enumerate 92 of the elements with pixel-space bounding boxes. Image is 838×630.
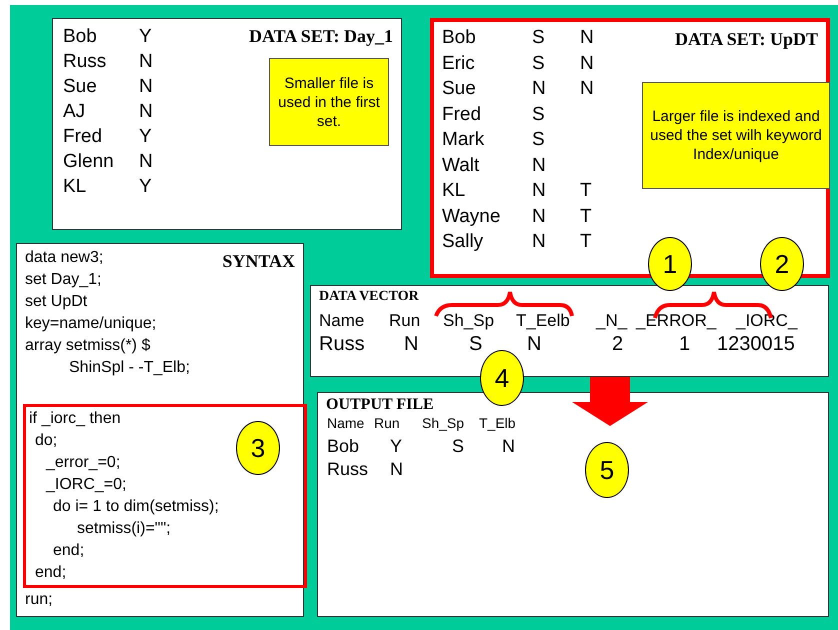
code-line: _IORC_=0; xyxy=(46,477,126,493)
data-value: T_Elb xyxy=(479,416,516,430)
sticky-note: Smaller file is used in the first set. xyxy=(269,58,389,146)
data-value: Sh_Sp xyxy=(422,416,464,430)
data-value: N xyxy=(139,77,153,96)
data-value: N xyxy=(139,102,153,121)
data-value: T xyxy=(580,207,592,226)
data-value: S xyxy=(532,130,545,149)
data-value: _ERROR_ xyxy=(636,312,716,329)
data-value: N xyxy=(532,79,546,98)
data-value: N xyxy=(580,79,594,98)
data-value: Name xyxy=(327,416,364,430)
callout-number: 3 xyxy=(236,421,280,475)
data-value: N xyxy=(580,28,594,47)
data-value: N xyxy=(532,181,546,200)
code-line: key=name/unique; xyxy=(25,316,156,332)
code-line: ShinSpl - -T_Elb; xyxy=(69,360,190,376)
data-value: N xyxy=(139,52,153,71)
data-value: Name xyxy=(319,312,364,329)
data-value: Bob xyxy=(63,27,97,46)
code-line: end; xyxy=(35,565,66,581)
code-line: set UpDt xyxy=(25,294,88,310)
data-value: N xyxy=(390,460,403,478)
data-value: N xyxy=(580,54,594,73)
code-line: run; xyxy=(25,592,53,608)
syntax-panel xyxy=(16,243,304,617)
data-value: Russ xyxy=(319,334,365,354)
data-value: S xyxy=(532,28,545,47)
data-value: S xyxy=(532,105,545,124)
data-value: KL xyxy=(442,181,466,200)
data-value: Sue xyxy=(442,79,476,98)
code-line: array setmiss(*) $ xyxy=(25,338,150,354)
data-value: Run xyxy=(389,312,420,329)
panel-heading: DATA SET: Day_1 xyxy=(248,27,393,45)
data-value: N xyxy=(527,334,542,354)
panel-heading: DATA SET: UpDT xyxy=(674,30,818,48)
data-value: Y xyxy=(139,127,152,146)
data-value: S xyxy=(469,334,482,354)
code-line: do; xyxy=(35,433,58,449)
data-value: Y xyxy=(390,437,402,455)
data-value: N xyxy=(502,437,515,455)
data-value: Sally xyxy=(442,232,484,251)
data-panel xyxy=(317,392,829,617)
data-value: T_Eelb xyxy=(516,312,570,329)
data-value: AJ xyxy=(63,102,86,121)
sticky-note: Larger file is indexed and used the set wilh keyword Index/unique xyxy=(642,82,830,189)
highlight-frame xyxy=(23,404,307,588)
data-value: Run xyxy=(374,416,400,430)
code-line: _error_=0; xyxy=(46,455,120,471)
arrow xyxy=(572,377,648,426)
data-value: Mark xyxy=(442,130,484,149)
panel-heading: OUTPUT FILE xyxy=(326,397,434,413)
data-panel xyxy=(52,18,402,230)
data-value: Y xyxy=(139,27,152,46)
data-value: Sh_Sp xyxy=(443,312,494,329)
data-panel xyxy=(430,18,830,278)
data-value: S xyxy=(452,437,464,455)
data-value: Fred xyxy=(63,127,102,146)
data-value: T xyxy=(580,232,592,251)
data-value: S xyxy=(532,54,545,73)
code-line: set Day_1; xyxy=(25,272,102,288)
data-value: 1230015 xyxy=(717,334,795,354)
data-value: Bob xyxy=(442,28,476,47)
data-value: 2 xyxy=(612,334,624,354)
data-value: _N_ xyxy=(596,312,628,329)
data-value: N xyxy=(532,207,546,226)
panel-heading: SYNTAX xyxy=(222,252,295,270)
data-value: Russ xyxy=(327,460,368,478)
data-value: 1 xyxy=(679,334,690,354)
panel-heading: DATA VECTOR xyxy=(319,290,419,304)
code-line: if _iorc_ then xyxy=(29,411,121,427)
data-value: Y xyxy=(139,177,152,196)
data-value: KL xyxy=(63,177,86,196)
data-value: Fred xyxy=(442,105,482,124)
data-value: N xyxy=(139,152,153,171)
data-value: N xyxy=(532,232,546,251)
code-line: end; xyxy=(53,543,84,559)
data-value: Bob xyxy=(327,437,360,455)
data-value: Walt xyxy=(442,156,480,175)
code-line: do i= 1 to dim(setmiss); xyxy=(53,499,219,515)
code-line: data new3; xyxy=(25,250,104,266)
data-value: Russ xyxy=(63,52,106,71)
callout-number: 5 xyxy=(585,442,629,498)
data-value: N xyxy=(532,156,546,175)
data-value: _IORC_ xyxy=(736,312,798,329)
data-value: Eric xyxy=(442,54,475,73)
data-value: T xyxy=(580,181,592,200)
data-value: Sue xyxy=(63,77,97,96)
data-value: Wayne xyxy=(442,207,500,226)
code-line: setmiss(i)=""; xyxy=(77,521,171,537)
data-value: N xyxy=(404,334,418,354)
data-value: Glenn xyxy=(63,152,114,171)
